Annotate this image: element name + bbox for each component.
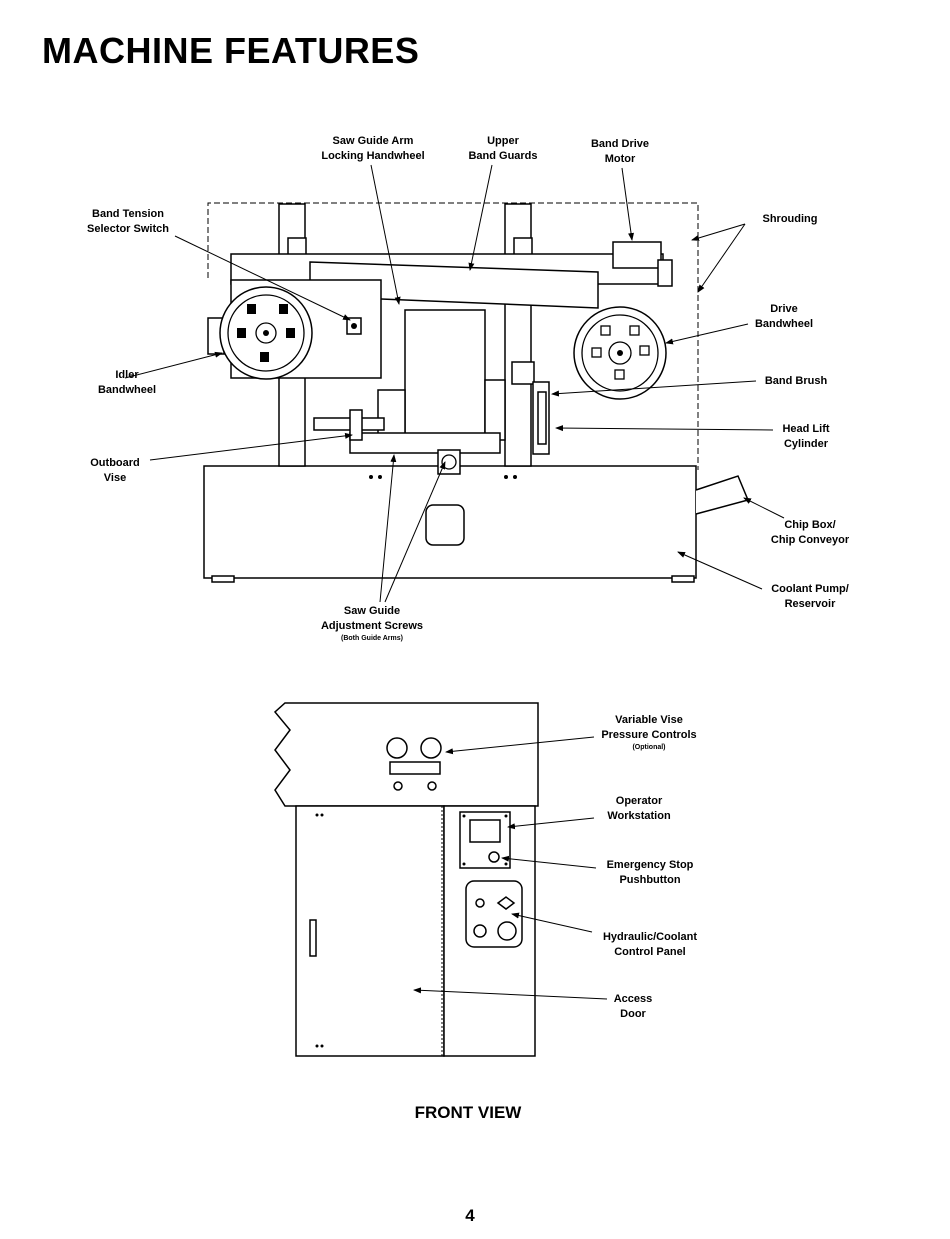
- label-band-brush: Band Brush: [764, 375, 828, 387]
- label-band-tension-selector: Band Tension Selector Switch: [87, 208, 169, 235]
- label-upper-band-guards: Upper Band Guards: [468, 135, 538, 162]
- label-saw-guide-arm: Saw Guide Arm Locking Handwheel: [321, 135, 425, 162]
- top-machine-drawing: [203, 202, 750, 583]
- front-view-drawing: [273, 702, 539, 1057]
- label-head-lift-cylinder: Head Lift Cylinder: [782, 423, 830, 450]
- label-emergency-stop: Emergency Stop Pushbutton: [606, 859, 694, 886]
- label-coolant-pump: Coolant Pump/ Reservoir: [771, 583, 849, 610]
- label-saw-guide-adjustment: Saw Guide Adjustment Screws (Both Guide …: [320, 605, 424, 642]
- label-shrouding: Shrouding: [762, 213, 818, 225]
- page-title: MACHINE FEATURES: [42, 30, 420, 71]
- label-operator-workstation: Operator Workstation: [607, 795, 671, 822]
- label-outboard-vise: Outboard Vise: [90, 457, 140, 484]
- label-variable-vise: Variable Vise Pressure Controls (Optiona…: [601, 714, 697, 751]
- label-idler-bandwheel: Idler Bandwheel: [97, 369, 157, 396]
- figure-caption: FRONT VIEW: [414, 1103, 522, 1122]
- label-hydraulic-coolant-panel: Hydraulic/Coolant Control Panel: [602, 931, 698, 958]
- label-access-door: Access Door: [613, 993, 653, 1020]
- label-chip-box: Chip Box/ Chip Conveyor: [770, 519, 850, 546]
- front-view-leader-lines: [413, 736, 608, 1000]
- label-band-drive-motor: Band Drive Motor: [590, 138, 650, 165]
- label-drive-bandwheel: Drive Bandwheel: [754, 303, 814, 330]
- top-leader-lines: [124, 164, 785, 603]
- page-number: 4: [465, 1206, 475, 1225]
